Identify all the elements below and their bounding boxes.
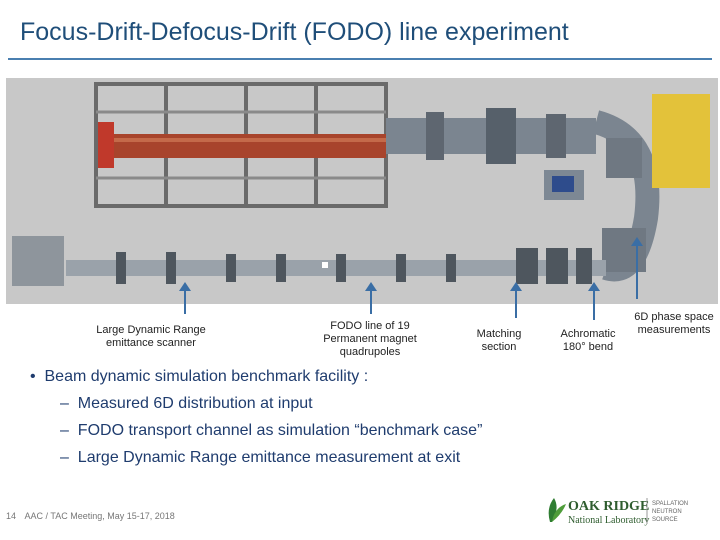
bullet-main-text: Beam dynamic simulation benchmark facili… [44,368,369,385]
scanner-callout-arrow [179,282,191,314]
phase-space-callout-arrow [631,237,643,299]
bullet-list: • Beam dynamic simulation benchmark faci… [30,368,482,467]
beamline-cad-image [6,78,718,304]
logo-side-line3: SOURCE [652,517,678,523]
fodo-callout-arrow [365,282,377,314]
slide-footer: 14 AAC / TAC Meeting, May 15-17, 2018 [6,511,175,521]
page-number: 14 [6,511,17,521]
label-fodo-line: FODO line of 19 Permanent magnet quadrup… [323,320,417,358]
title-divider [8,58,712,60]
bullet-dot: • [30,368,45,385]
matching-callout-arrow [510,282,522,318]
label-phase-space: 6D phase space measurements [634,311,714,336]
sub-bullet: – Large Dynamic Range emittance measurem… [60,449,461,466]
sub-bullet: – Measured 6D distribution at input [60,395,313,412]
sub-bullet: – FODO transport channel as simulation “… [60,422,483,439]
logo-name-line1: OAK RIDGE [568,499,649,514]
logo-side-line2: NEUTRON [652,509,682,515]
label-emittance-scanner: Large Dynamic Range emittance scanner [96,324,206,349]
leaf-icon [548,498,566,522]
slide-title: Focus-Drift-Defocus-Drift (FODO) line ex… [20,18,569,46]
logo-side-line1: SPALLATION [652,501,688,507]
ornl-sns-logo: OAK RIDGE National Laboratory SPALLATION… [548,498,688,526]
label-matching-section: Matching section [476,328,522,353]
logo-name-line2: National Laboratory [568,515,649,526]
bullet-main: • Beam dynamic simulation benchmark faci… [30,368,482,386]
meeting-name: AAC / TAC Meeting, May 15-17, 2018 [24,511,175,521]
achromatic-callout-arrow [588,282,600,320]
label-achromatic-bend: Achromatic 180° bend [560,328,616,353]
